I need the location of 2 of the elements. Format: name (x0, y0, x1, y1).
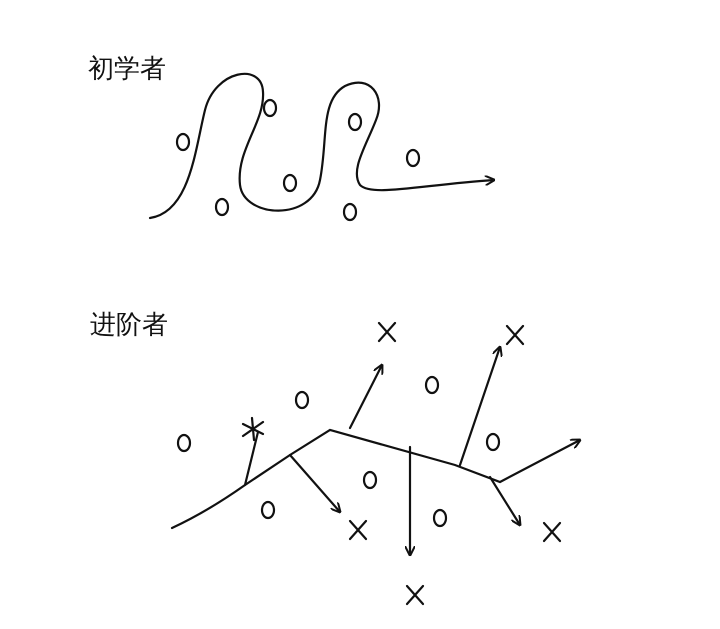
section-label: 初学者 (88, 56, 166, 82)
section-label: 进阶者 (90, 312, 168, 338)
